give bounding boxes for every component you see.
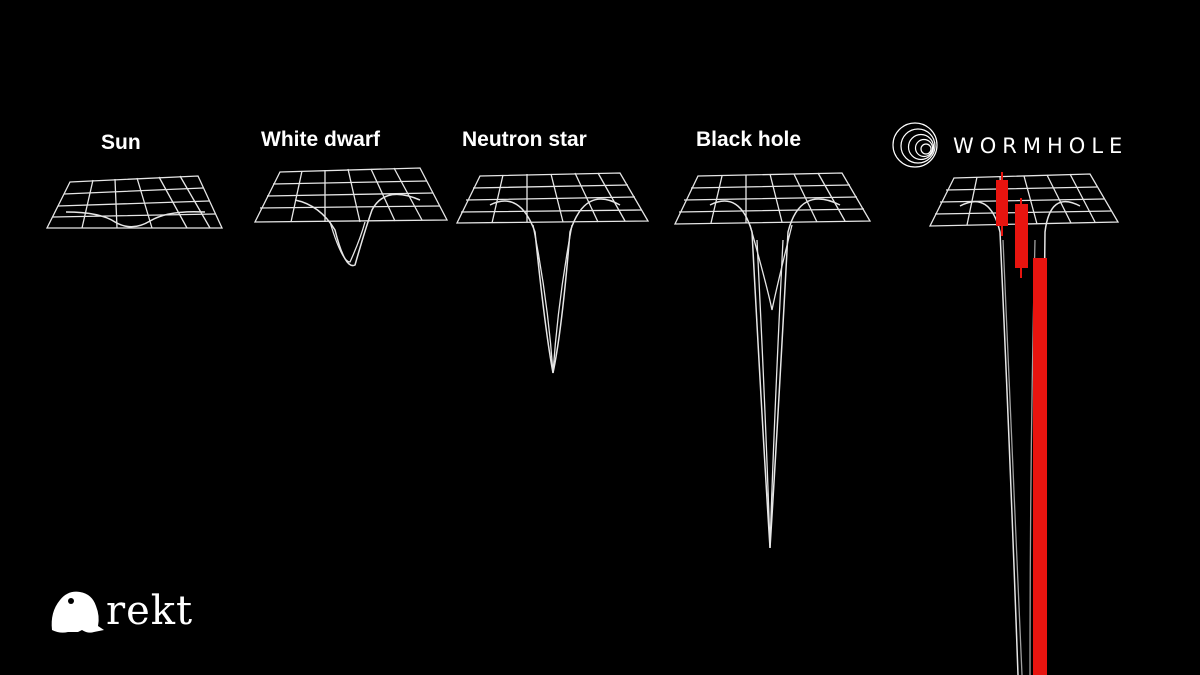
wormhole-wordmark: WORMHOLE	[953, 134, 1129, 158]
frog-logo-icon	[51, 591, 104, 633]
rekt-wordmark: rekt	[106, 588, 194, 634]
wormhole-logo-icon	[892, 122, 938, 168]
grid-white-dwarf	[253, 167, 449, 267]
label-neutron-star: Neutron star	[462, 128, 587, 151]
grid-black-hole	[673, 172, 872, 549]
label-sun: Sun	[101, 131, 141, 154]
grid-neutron-star	[455, 172, 650, 374]
label-black-hole: Black hole	[696, 128, 802, 151]
red-candle-3	[1033, 258, 1047, 675]
grid-sun	[45, 175, 224, 229]
label-white-dwarf: White dwarf	[261, 128, 380, 151]
red-candles	[996, 172, 1047, 675]
